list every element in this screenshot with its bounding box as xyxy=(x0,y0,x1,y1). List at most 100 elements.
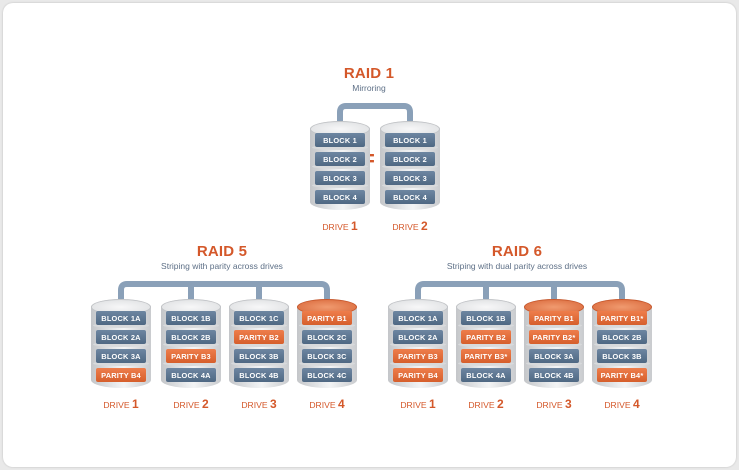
drive-label-number: 4 xyxy=(632,397,640,411)
parity-block: PARITY B1* xyxy=(597,311,647,325)
parity-block: PARITY B2 xyxy=(234,330,284,344)
raid-1-title: RAID 1 xyxy=(343,65,395,82)
drive-label: DRIVE 3 xyxy=(241,397,276,411)
drive-platter-ring xyxy=(526,342,582,347)
drive-label-text: DRIVE xyxy=(400,400,427,410)
drive-label: DRIVE 4 xyxy=(604,397,639,411)
parity-block: PARITY B2* xyxy=(529,330,579,344)
drive-platter-ring xyxy=(382,164,438,169)
drive-platter-ring xyxy=(93,323,149,328)
data-block: BLOCK 4C xyxy=(302,368,352,382)
data-block: BLOCK 1 xyxy=(315,133,365,147)
data-block: BLOCK 3A xyxy=(529,349,579,363)
drive-platter-ring xyxy=(458,323,514,328)
drive-label: DRIVE 3 xyxy=(536,397,571,411)
drive-label-number: 1 xyxy=(350,219,358,233)
drive-3-cylinder: PARITY B1 PARITY B2* BLOCK 3A BLOCK 4B xyxy=(524,299,584,388)
drive-label-text: DRIVE xyxy=(241,400,268,410)
drive-platter-ring xyxy=(382,183,438,188)
data-block: BLOCK 1 xyxy=(385,133,435,147)
raid-6-title: RAID 6 xyxy=(491,243,543,260)
drive-platter-ring xyxy=(526,361,582,366)
drive-platter-ring xyxy=(231,323,287,328)
drive-platter-ring xyxy=(299,361,355,366)
drive-platter-ring xyxy=(594,323,650,328)
drive-platter-ring xyxy=(390,361,446,366)
drive-label: DRIVE 1 xyxy=(400,397,435,411)
data-block: BLOCK 2 xyxy=(385,152,435,166)
data-block: BLOCK 3B xyxy=(597,349,647,363)
drive-platter-ring xyxy=(458,342,514,347)
drive-label-number: 4 xyxy=(337,397,345,411)
drive-label-text: DRIVE xyxy=(309,400,336,410)
drive-label-text: DRIVE xyxy=(173,400,200,410)
drive-4-cylinder: PARITY B1* BLOCK 2B BLOCK 3B PARITY B4* xyxy=(592,299,652,388)
data-block: BLOCK 3 xyxy=(385,171,435,185)
data-block: BLOCK 2B xyxy=(597,330,647,344)
drive-platter-ring xyxy=(299,323,355,328)
drive-platter-ring xyxy=(382,145,438,150)
parity-block: PARITY B3 xyxy=(393,349,443,363)
drive-platter-ring xyxy=(312,164,368,169)
drive-label-number: 2 xyxy=(201,397,209,411)
data-block: BLOCK 3 xyxy=(315,171,365,185)
data-block: BLOCK 2C xyxy=(302,330,352,344)
drive-platter-ring xyxy=(390,323,446,328)
drive-label: DRIVE 2 xyxy=(173,397,208,411)
parity-block: PARITY B4 xyxy=(393,368,443,382)
data-block: BLOCK 1B xyxy=(166,311,216,325)
data-block: BLOCK 4A xyxy=(166,368,216,382)
drive-label-text: DRIVE xyxy=(604,400,631,410)
drive-platter-ring xyxy=(312,145,368,150)
parity-block: PARITY B1 xyxy=(529,311,579,325)
drive-label-text: DRIVE xyxy=(322,222,349,232)
drive-label-text: DRIVE xyxy=(468,400,495,410)
drive-platter-ring xyxy=(312,183,368,188)
data-block: BLOCK 3C xyxy=(302,349,352,363)
raid-1-subtitle: Mirroring xyxy=(352,83,386,93)
data-block: BLOCK 1A xyxy=(96,311,146,325)
drive-platter-ring xyxy=(163,342,219,347)
data-block: BLOCK 1A xyxy=(393,311,443,325)
drive-label-number: 3 xyxy=(564,397,572,411)
parity-block: PARITY B4 xyxy=(96,368,146,382)
drive-label-text: DRIVE xyxy=(536,400,563,410)
drive-platter-ring xyxy=(163,323,219,328)
raid-5-subtitle: Striping with parity across drives xyxy=(161,261,283,271)
drive-label: DRIVE 4 xyxy=(309,397,344,411)
drive-platter-ring xyxy=(594,361,650,366)
drive-platter-ring xyxy=(390,342,446,347)
drive-label-number: 1 xyxy=(131,397,139,411)
drive-label-number: 2 xyxy=(420,219,428,233)
connector-lines xyxy=(118,103,625,308)
data-block: BLOCK 3A xyxy=(96,349,146,363)
drive-1-cylinder: BLOCK 1A BLOCK 2A PARITY B3 PARITY B4 xyxy=(388,299,448,388)
raid-6-subtitle: Striping with dual parity across drives xyxy=(446,261,588,271)
raid-5-title: RAID 5 xyxy=(196,243,248,260)
drive-platter-ring xyxy=(93,342,149,347)
parity-block: PARITY B4* xyxy=(597,368,647,382)
data-block: BLOCK 4A xyxy=(461,368,511,382)
data-block: BLOCK 2A xyxy=(393,330,443,344)
data-block: BLOCK 2B xyxy=(166,330,216,344)
drive-label-number: 3 xyxy=(269,397,277,411)
raid-group-2-connector-bus xyxy=(415,281,625,308)
drive-label: DRIVE 2 xyxy=(392,219,427,233)
data-block: BLOCK 4 xyxy=(315,190,365,204)
drive-platter-ring xyxy=(163,361,219,366)
raid-group-1-connector-bus xyxy=(118,281,330,308)
drive-label-number: 1 xyxy=(428,397,436,411)
drive-label: DRIVE 1 xyxy=(103,397,138,411)
drive-platter-ring xyxy=(594,342,650,347)
data-block: BLOCK 4B xyxy=(529,368,579,382)
data-block: BLOCK 1B xyxy=(461,311,511,325)
drive-platter-ring xyxy=(526,323,582,328)
data-block: BLOCK 4B xyxy=(234,368,284,382)
